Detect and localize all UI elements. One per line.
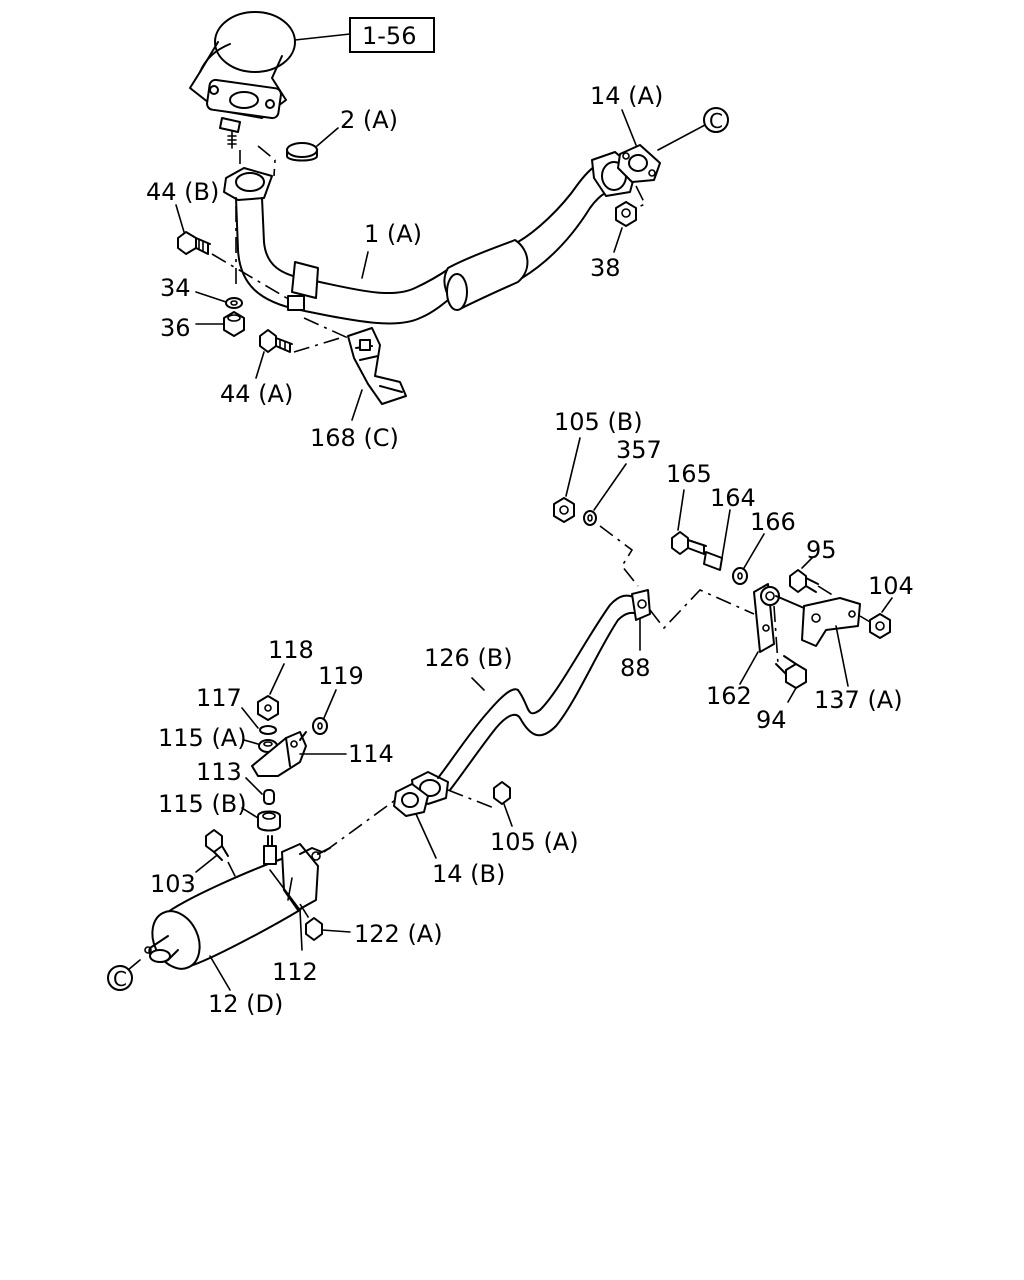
callout-166: 166 (750, 508, 796, 536)
callout-88: 88 (620, 654, 651, 682)
washer-166-icon (732, 533, 765, 585)
callout-119: 119 (318, 662, 364, 690)
gasket-2a-icon (239, 127, 339, 177)
washer-119-icon (312, 689, 337, 735)
gasket-14a-icon (617, 109, 706, 183)
manifold-converter-icon (189, 11, 296, 149)
reference-box: 1-56 (294, 17, 435, 53)
callout-105a: 105 (A) (490, 828, 579, 856)
callout-38: 38 (590, 254, 621, 282)
washer-34-icon (195, 291, 243, 309)
bracket-137a-icon (775, 595, 861, 687)
callout-165: 165 (666, 460, 712, 488)
bolt-94-icon (775, 655, 807, 703)
bracket-114-icon (251, 731, 347, 777)
callout-164: 164 (710, 484, 756, 512)
front-pipe-1a-icon (223, 151, 637, 325)
callout-357: 357 (616, 436, 662, 464)
callout-118: 118 (268, 636, 314, 664)
rubber-115b-icon (241, 807, 281, 832)
connector-c-bottom-label: C (113, 967, 127, 991)
callout-112: 112 (272, 958, 318, 986)
callout-115a: 115 (A) (158, 724, 247, 752)
callout-34: 34 (160, 274, 191, 302)
callout-94: 94 (756, 706, 787, 734)
bolt-44b-icon (175, 204, 291, 301)
washer-357-icon (583, 463, 627, 526)
callout-126b: 126 (B) (424, 644, 513, 672)
bolt-44a-icon (255, 329, 341, 379)
connector-c-top-label: C (709, 109, 723, 133)
callout-44b: 44 (B) (146, 178, 219, 206)
connector-c-top-icon: C (703, 107, 729, 133)
bolt-95-icon (789, 557, 835, 597)
callout-44a: 44 (A) (220, 380, 293, 408)
reference-box-label: 1-56 (362, 22, 416, 50)
spacer-164-icon (703, 509, 731, 571)
nut-122a-icon (299, 903, 351, 941)
callout-1a: 1 (A) (364, 220, 422, 248)
callout-104: 104 (868, 572, 914, 600)
center-pipe-126b-icon (411, 589, 651, 805)
nut-104-icon (859, 597, 893, 639)
callout-115b: 115 (B) (158, 790, 247, 818)
callout-137a: 137 (A) (814, 686, 903, 714)
muffler-12d-icon (127, 797, 399, 991)
callout-113: 113 (196, 758, 242, 786)
nut-105a-icon (447, 781, 513, 827)
callout-117: 117 (196, 684, 242, 712)
callout-103: 103 (150, 870, 196, 898)
callout-14a: 14 (A) (590, 82, 663, 110)
hanger-162-icon (739, 583, 780, 685)
nut-36-icon (195, 311, 245, 337)
callout-162: 162 (706, 682, 752, 710)
callout-114: 114 (348, 740, 394, 768)
nut-38-icon (613, 185, 647, 253)
nut-118-icon (257, 663, 285, 721)
callout-12d: 12 (D) (208, 990, 283, 1018)
gasket-14b-icon (393, 783, 437, 859)
nut-105b-icon (553, 437, 581, 523)
leader-88-dash (599, 525, 639, 587)
washer-117-icon (241, 707, 277, 735)
spacer-113-icon (245, 777, 275, 805)
bolt-165-icon (671, 489, 707, 555)
callout-14b: 14 (B) (432, 860, 505, 888)
callout-122a: 122 (A) (354, 920, 443, 948)
callout-2a: 2 (A) (340, 106, 398, 134)
leader-hanger-dash (649, 589, 755, 630)
bracket-168c-icon (303, 317, 407, 421)
callout-168c: 168 (C) (310, 424, 399, 452)
connector-c-bottom-icon: C (107, 965, 133, 991)
callout-95: 95 (806, 536, 837, 564)
callout-105b: 105 (B) (554, 408, 643, 436)
callout-36: 36 (160, 314, 191, 342)
leader-1a (361, 251, 369, 279)
